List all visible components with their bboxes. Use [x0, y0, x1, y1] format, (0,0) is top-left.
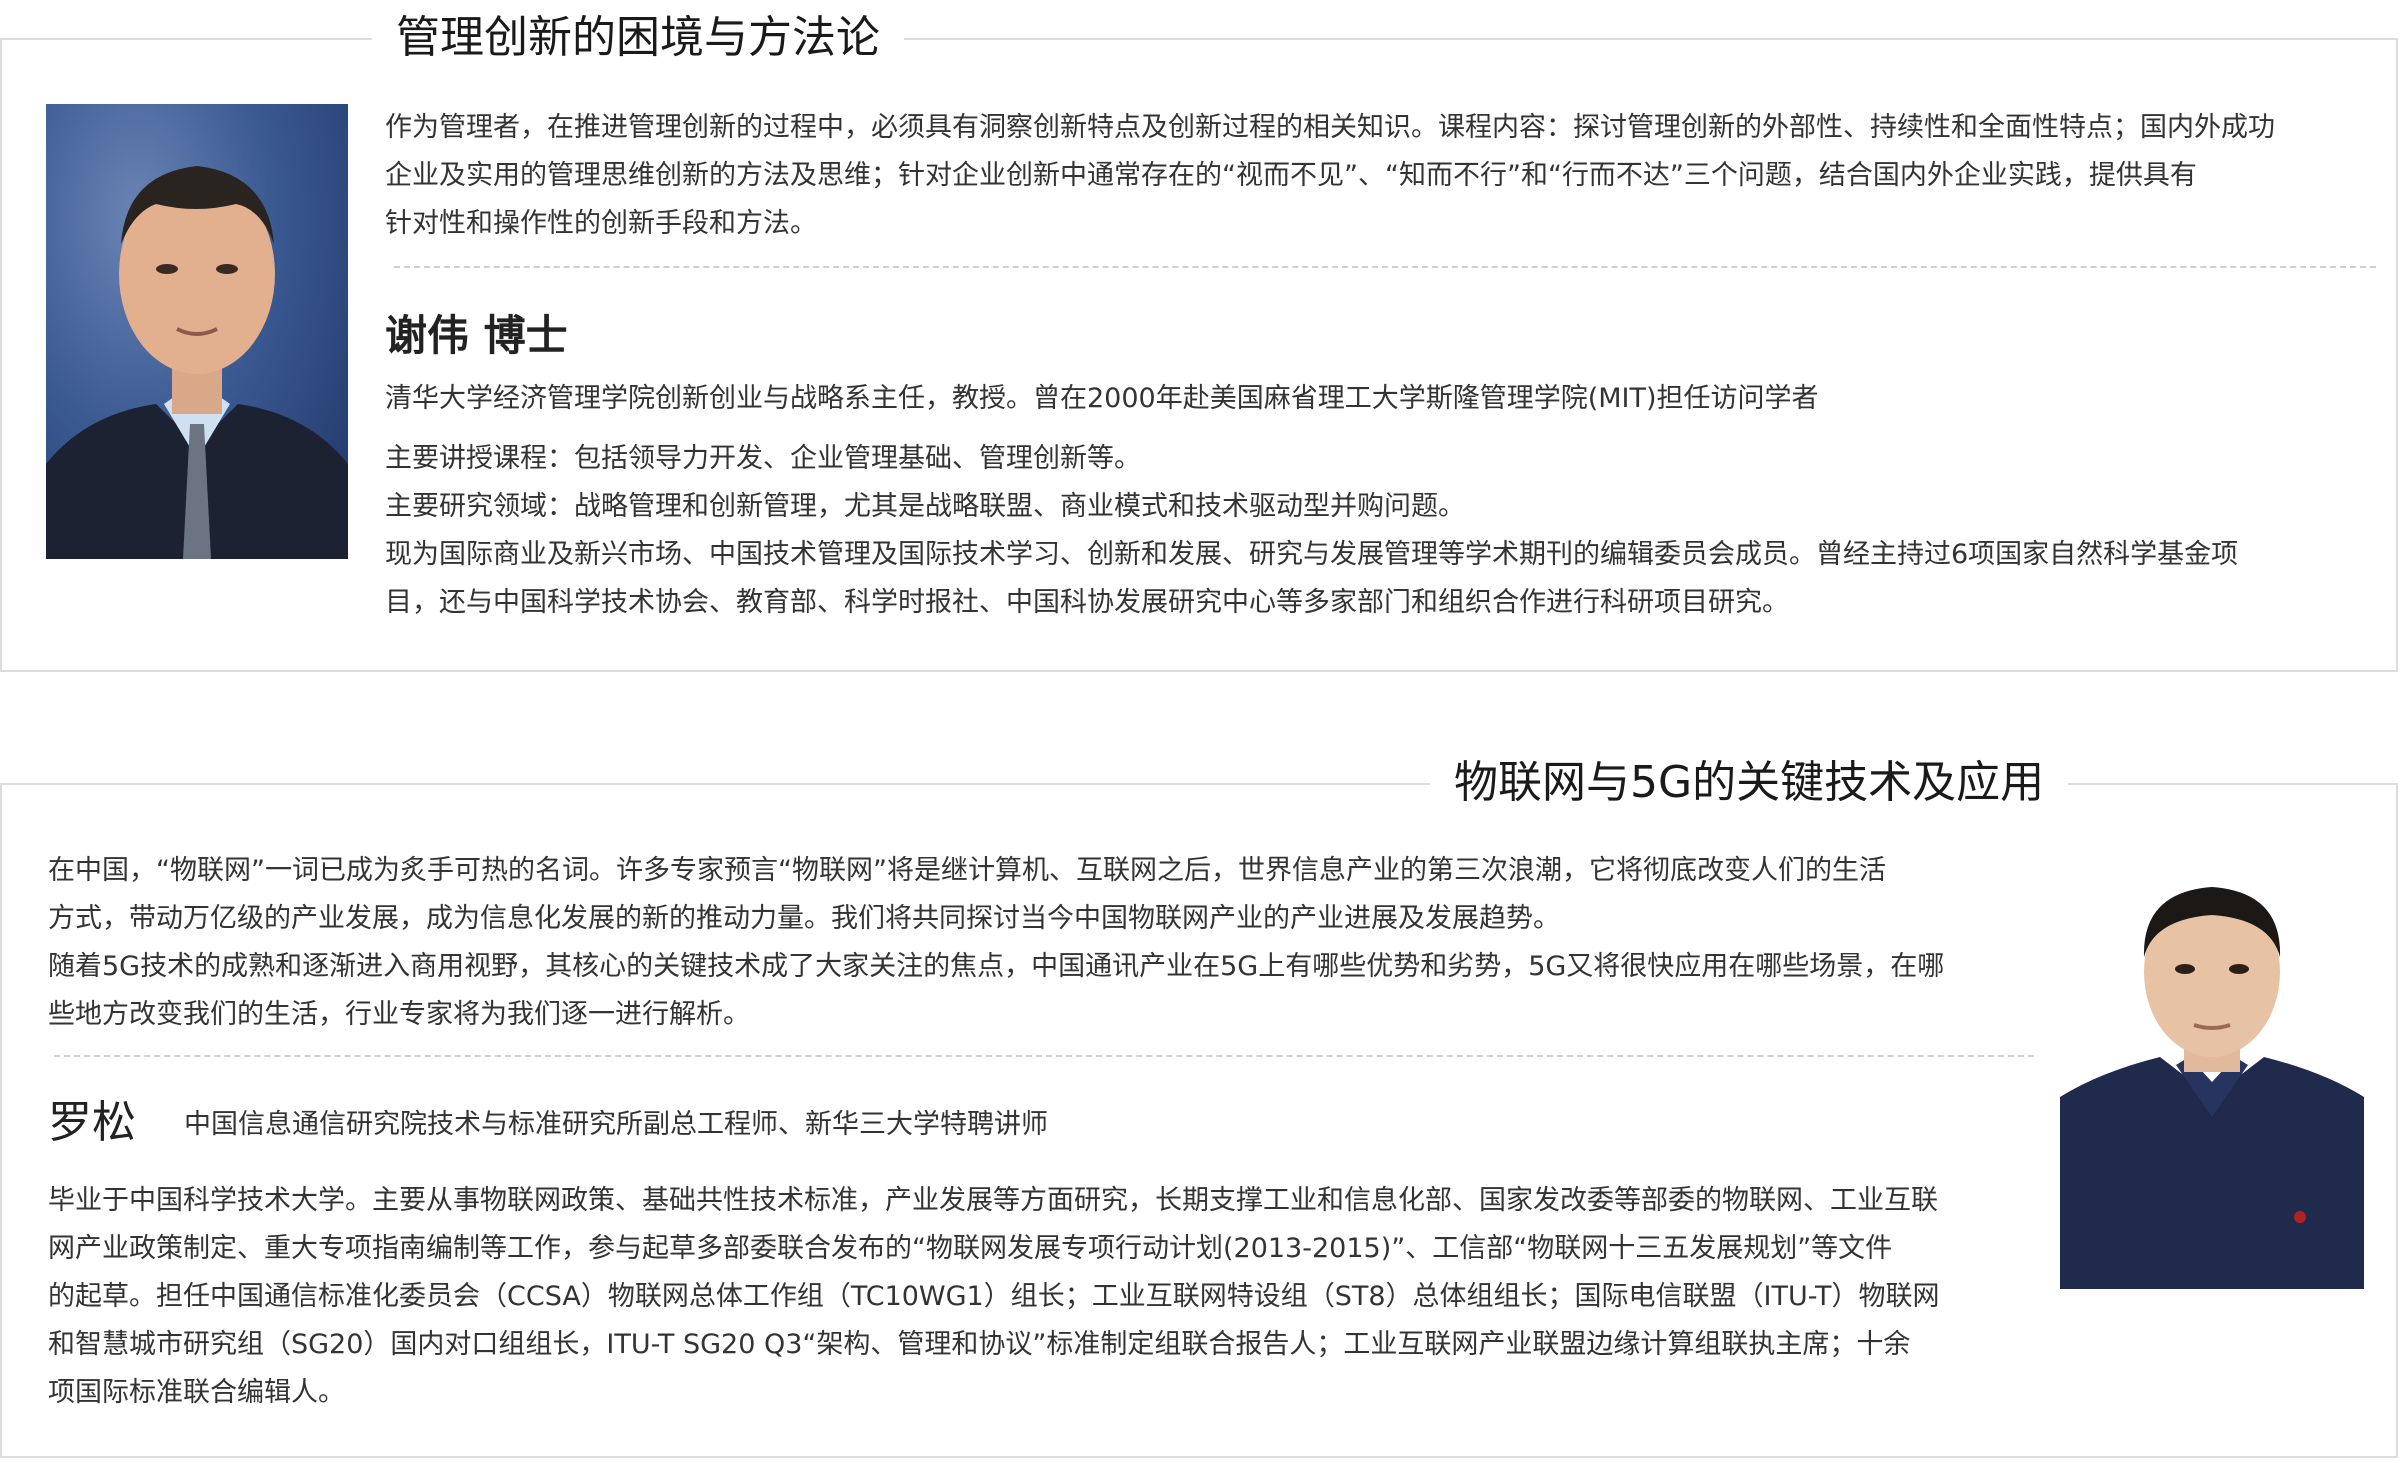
course-title: 物联网与5G的关键技术及应用	[1430, 753, 2069, 813]
speaker-name: 罗松	[48, 1097, 136, 1148]
speaker-name: 谢伟 博士	[385, 311, 568, 360]
course-section-management-innovation: 管理创新的困境与方法论 作为管理者，在推进管理创新的过程中，必须具有洞察创新特点…	[0, 8, 2398, 672]
speaker-photo-luo-song	[2060, 857, 2364, 1289]
speaker-bio: 主要讲授课程：包括领导力开发、企业管理基础、管理创新等。 主要研究领域：战略管理…	[385, 443, 2239, 618]
speaker-bio: 毕业于中国科学技术大学。主要从事物联网政策、基础共性技术标准，产业发展等方面研究…	[48, 1185, 1940, 1408]
portrait-image	[2060, 887, 2364, 1289]
portrait-image	[46, 166, 348, 559]
speaker-photo-xie-wei	[46, 104, 348, 559]
dashed-divider	[394, 266, 2376, 268]
dashed-divider	[54, 1055, 2034, 1057]
course-description: 在中国，“物联网”一词已成为炙手可热的名词。许多专家预言“物联网”将是继计算机、…	[48, 855, 1945, 1030]
course-section-iot-5g: 物联网与5G的关键技术及应用 在中国，“物联网”一词已成为炙手可热的名词。许多专…	[0, 753, 2398, 1458]
course-description: 作为管理者，在推进管理创新的过程中，必须具有洞察创新特点及创新过程的相关知识。课…	[385, 112, 2275, 239]
speaker-title: 清华大学经济管理学院创新创业与战略系主任，教授。曾在2000年赴美国麻省理工大学…	[385, 383, 1819, 414]
course-title: 管理创新的困境与方法论	[372, 8, 904, 68]
speaker-title: 中国信息通信研究院技术与标准研究所副总工程师、新华三大学特聘讲师	[184, 1109, 1048, 1140]
